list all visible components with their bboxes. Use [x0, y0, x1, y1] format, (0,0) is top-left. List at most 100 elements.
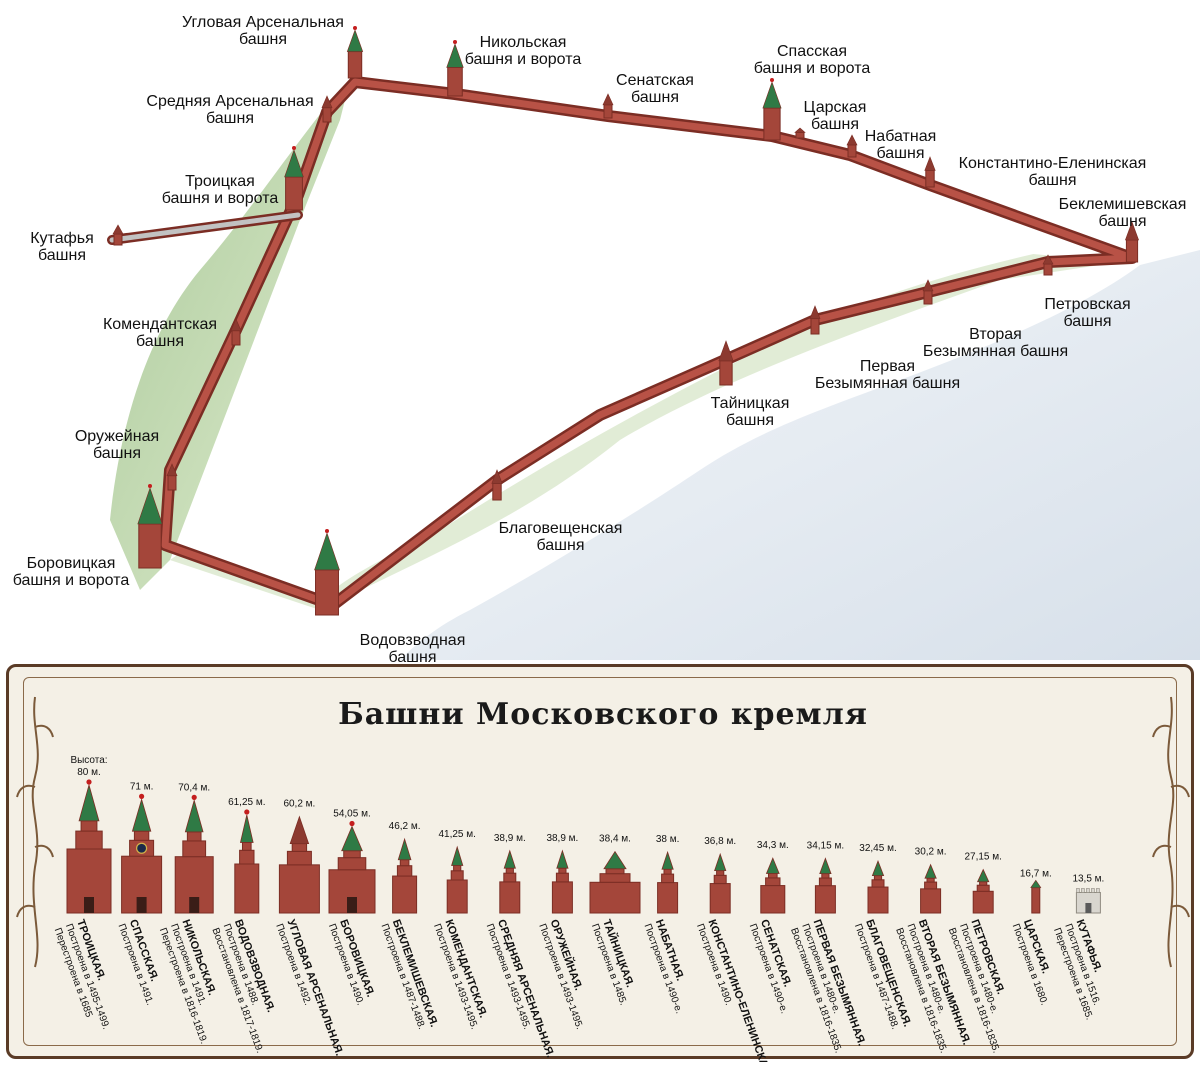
tower-height-label: 80 м.: [77, 767, 101, 778]
label-srednyaya-arsenalnaya: Средняя Арсенальная башня: [146, 93, 314, 127]
tower-roof: [397, 837, 412, 861]
tower-body: [1031, 887, 1041, 914]
panel-title: Башни Московского кремля: [338, 697, 868, 732]
tower-body: [867, 886, 889, 914]
tower-height-label: 36,8 м.: [704, 836, 736, 847]
label-konstantino: Константино-Еленинская башня: [958, 155, 1147, 189]
tower-8: 41,25 м. КОМЕНДАНТСКАЯ.Построена в 1493-1…: [431, 829, 489, 1031]
tower-height-label: 71 м.: [130, 781, 154, 792]
tower-roof: [661, 850, 674, 870]
tower-height-label: 13,5 м.: [1072, 873, 1104, 884]
tower-height-label: 38 м.: [656, 834, 680, 845]
clock-icon: [136, 842, 148, 854]
label-pervaya-bezymyannaya: Первая Безымянная башня: [814, 358, 961, 392]
tower-body: [446, 879, 468, 914]
tower-2: 71 м.СПАССКАЯ.Построена в 1491.: [116, 781, 163, 1007]
kremlin-walls: [107, 76, 1138, 611]
map-tower-tsarskaya: [794, 127, 806, 139]
tower-body: [551, 881, 573, 914]
tower-roof: [131, 797, 152, 832]
tower-caption: ВОДОВЗВОДНАЯ.Построена в 1488.Восстановл…: [209, 918, 276, 1055]
inner-courtyard: [180, 92, 1060, 605]
red-star-icon: [349, 820, 355, 827]
red-star-icon: [191, 794, 197, 800]
tower-height-label: 54,05 м.: [333, 809, 370, 820]
tower-roof: [556, 849, 569, 869]
label-vodovzvodnaya: Водовзводная башня: [359, 632, 466, 666]
tower-body: [972, 890, 994, 914]
tower-roof: [78, 783, 100, 822]
map-tower-petrovskaya: [1042, 254, 1054, 276]
label-uglovaya-arsenalnaya: Угловая Арсенальная башня: [182, 14, 344, 48]
tower-caption: КОМЕНДАНТСКАЯ.Построена в 1493-1495.: [431, 918, 489, 1031]
map-tower-srednyaya-arsenalnaya: [321, 95, 333, 123]
tower-3: 70,4 м.НИКОЛЬСКАЯ.Построена в 1491.Перес…: [157, 782, 218, 1045]
map-tower-spasskaya: [762, 78, 782, 141]
tower-height-label: 30,2 м.: [915, 847, 947, 858]
tower-height-label: 41,25 м.: [438, 829, 475, 840]
label-oruzheynaya: Оружейная башня: [74, 428, 160, 462]
height-prefix: Высота:: [70, 755, 107, 766]
tower-caption: БЕКЛЕМИШЕВСКАЯ.Построена в 1487-1488.: [379, 918, 440, 1031]
tower-10: 38,9 м.ОРУЖЕЙНАЯ.Построена в 1493-1495.: [536, 833, 585, 1031]
tower-caption: НАБАТНАЯ.Построена в 1490-е.: [642, 918, 687, 1015]
tower-caption: ТРОИЦКАЯ.Построена в 1495-1499.Перестрое…: [52, 918, 112, 1031]
tower-body: [814, 885, 836, 914]
tower-15: 34,15 м.ПЕРВАЯ БЕЗЫМЯННАЯ.Построена в 14…: [788, 840, 868, 1054]
label-nabatnaya: Набатная башня: [864, 128, 937, 162]
map-towers: [112, 26, 1140, 616]
map-tower-blagoveshchenskaya: [491, 469, 503, 501]
tower-figures: Высота:80 м. ТРОИЦКАЯ.Построена в 1495-14…: [52, 755, 1105, 1062]
tower-height-label: 46,2 м.: [389, 821, 421, 832]
tower-12: 38 м. НАБАТНАЯ.Построена в 1490-е.: [642, 834, 687, 1015]
tower-caption: ТАЙНИЦКАЯ.Построена в 1485.: [589, 918, 637, 1007]
tower-body: [657, 882, 679, 914]
tower-roof: [819, 857, 832, 875]
tower-height-label: 38,4 м.: [599, 834, 631, 845]
tower-height-label: 38,9 м.: [494, 833, 526, 844]
map-tower-vtoraya-bezymyannaya: [922, 279, 934, 305]
tower-roof: [451, 845, 464, 866]
river: [400, 250, 1200, 660]
towers-panel: Башни Московского кремля Высота:80 м. ТРО…: [6, 664, 1194, 1062]
label-borovitskaya: Боровицкая башня и ворота: [12, 555, 130, 589]
tower-height-label: 16,7 м.: [1020, 868, 1052, 879]
tower-7: 46,2 м. БЕКЛЕМИШЕВСКАЯ.Построена в 1487-1…: [379, 821, 440, 1031]
label-kutafya: Кутафья башня: [30, 230, 94, 264]
tower-1: Высота:80 м. ТРОИЦКАЯ.Построена в 1495-14…: [52, 755, 112, 1031]
label-tainitskaya: Тайницкая башня: [710, 395, 790, 429]
tower-caption: БОРОВИЦКАЯ.Построена в 1490.: [326, 918, 377, 1007]
tower-roof: [765, 857, 780, 874]
tower-height-label: 27,15 м.: [964, 852, 1001, 863]
map-tower-vodovzvodnaya: [314, 529, 340, 616]
map-tower-troitskaya: [284, 146, 304, 211]
tower-roof: [289, 815, 310, 845]
tower-height-label: 70,4 м.: [178, 782, 210, 793]
tower-body: [709, 883, 731, 914]
label-beklemishevskaya: Беклемишевская башня: [1058, 196, 1187, 230]
tower-height-label: 61,25 м.: [228, 797, 265, 808]
red-star-icon: [244, 809, 250, 815]
tower-20: 13,5 м. КУТАФЬЯ.Построена в 1516.Перестро…: [1051, 873, 1104, 1022]
tower-roof: [924, 863, 937, 879]
map-tower-senatskaya: [602, 93, 614, 119]
red-star-icon: [139, 793, 145, 799]
map-tower-beklemishevskaya: [1124, 221, 1140, 263]
map-tower-oruzheynaya: [166, 463, 178, 491]
map-tower-kutafya: [112, 224, 124, 246]
tower-body: [760, 885, 786, 914]
map-tower-komendantskaya: [230, 318, 242, 346]
tower-caption: КУТАФЬЯ.Построена в 1516.Перестроена в 1…: [1051, 918, 1104, 1022]
kremlin-map: [107, 26, 1200, 660]
tower-roof: [871, 859, 885, 877]
right-ornament: [1152, 696, 1190, 968]
red-star-icon: [86, 779, 92, 785]
label-tsarskaya: Царская башня: [803, 99, 867, 133]
tower-roof: [341, 825, 363, 852]
tower-height-label: 60,2 м.: [283, 799, 315, 810]
label-spasskaya: Спасская башня и ворота: [753, 43, 871, 77]
left-ornament: [16, 696, 54, 968]
label-blagoveshchenskaya: Благовещенская башня: [498, 520, 623, 554]
tower-roof: [239, 814, 254, 843]
tower-body: [278, 864, 320, 914]
